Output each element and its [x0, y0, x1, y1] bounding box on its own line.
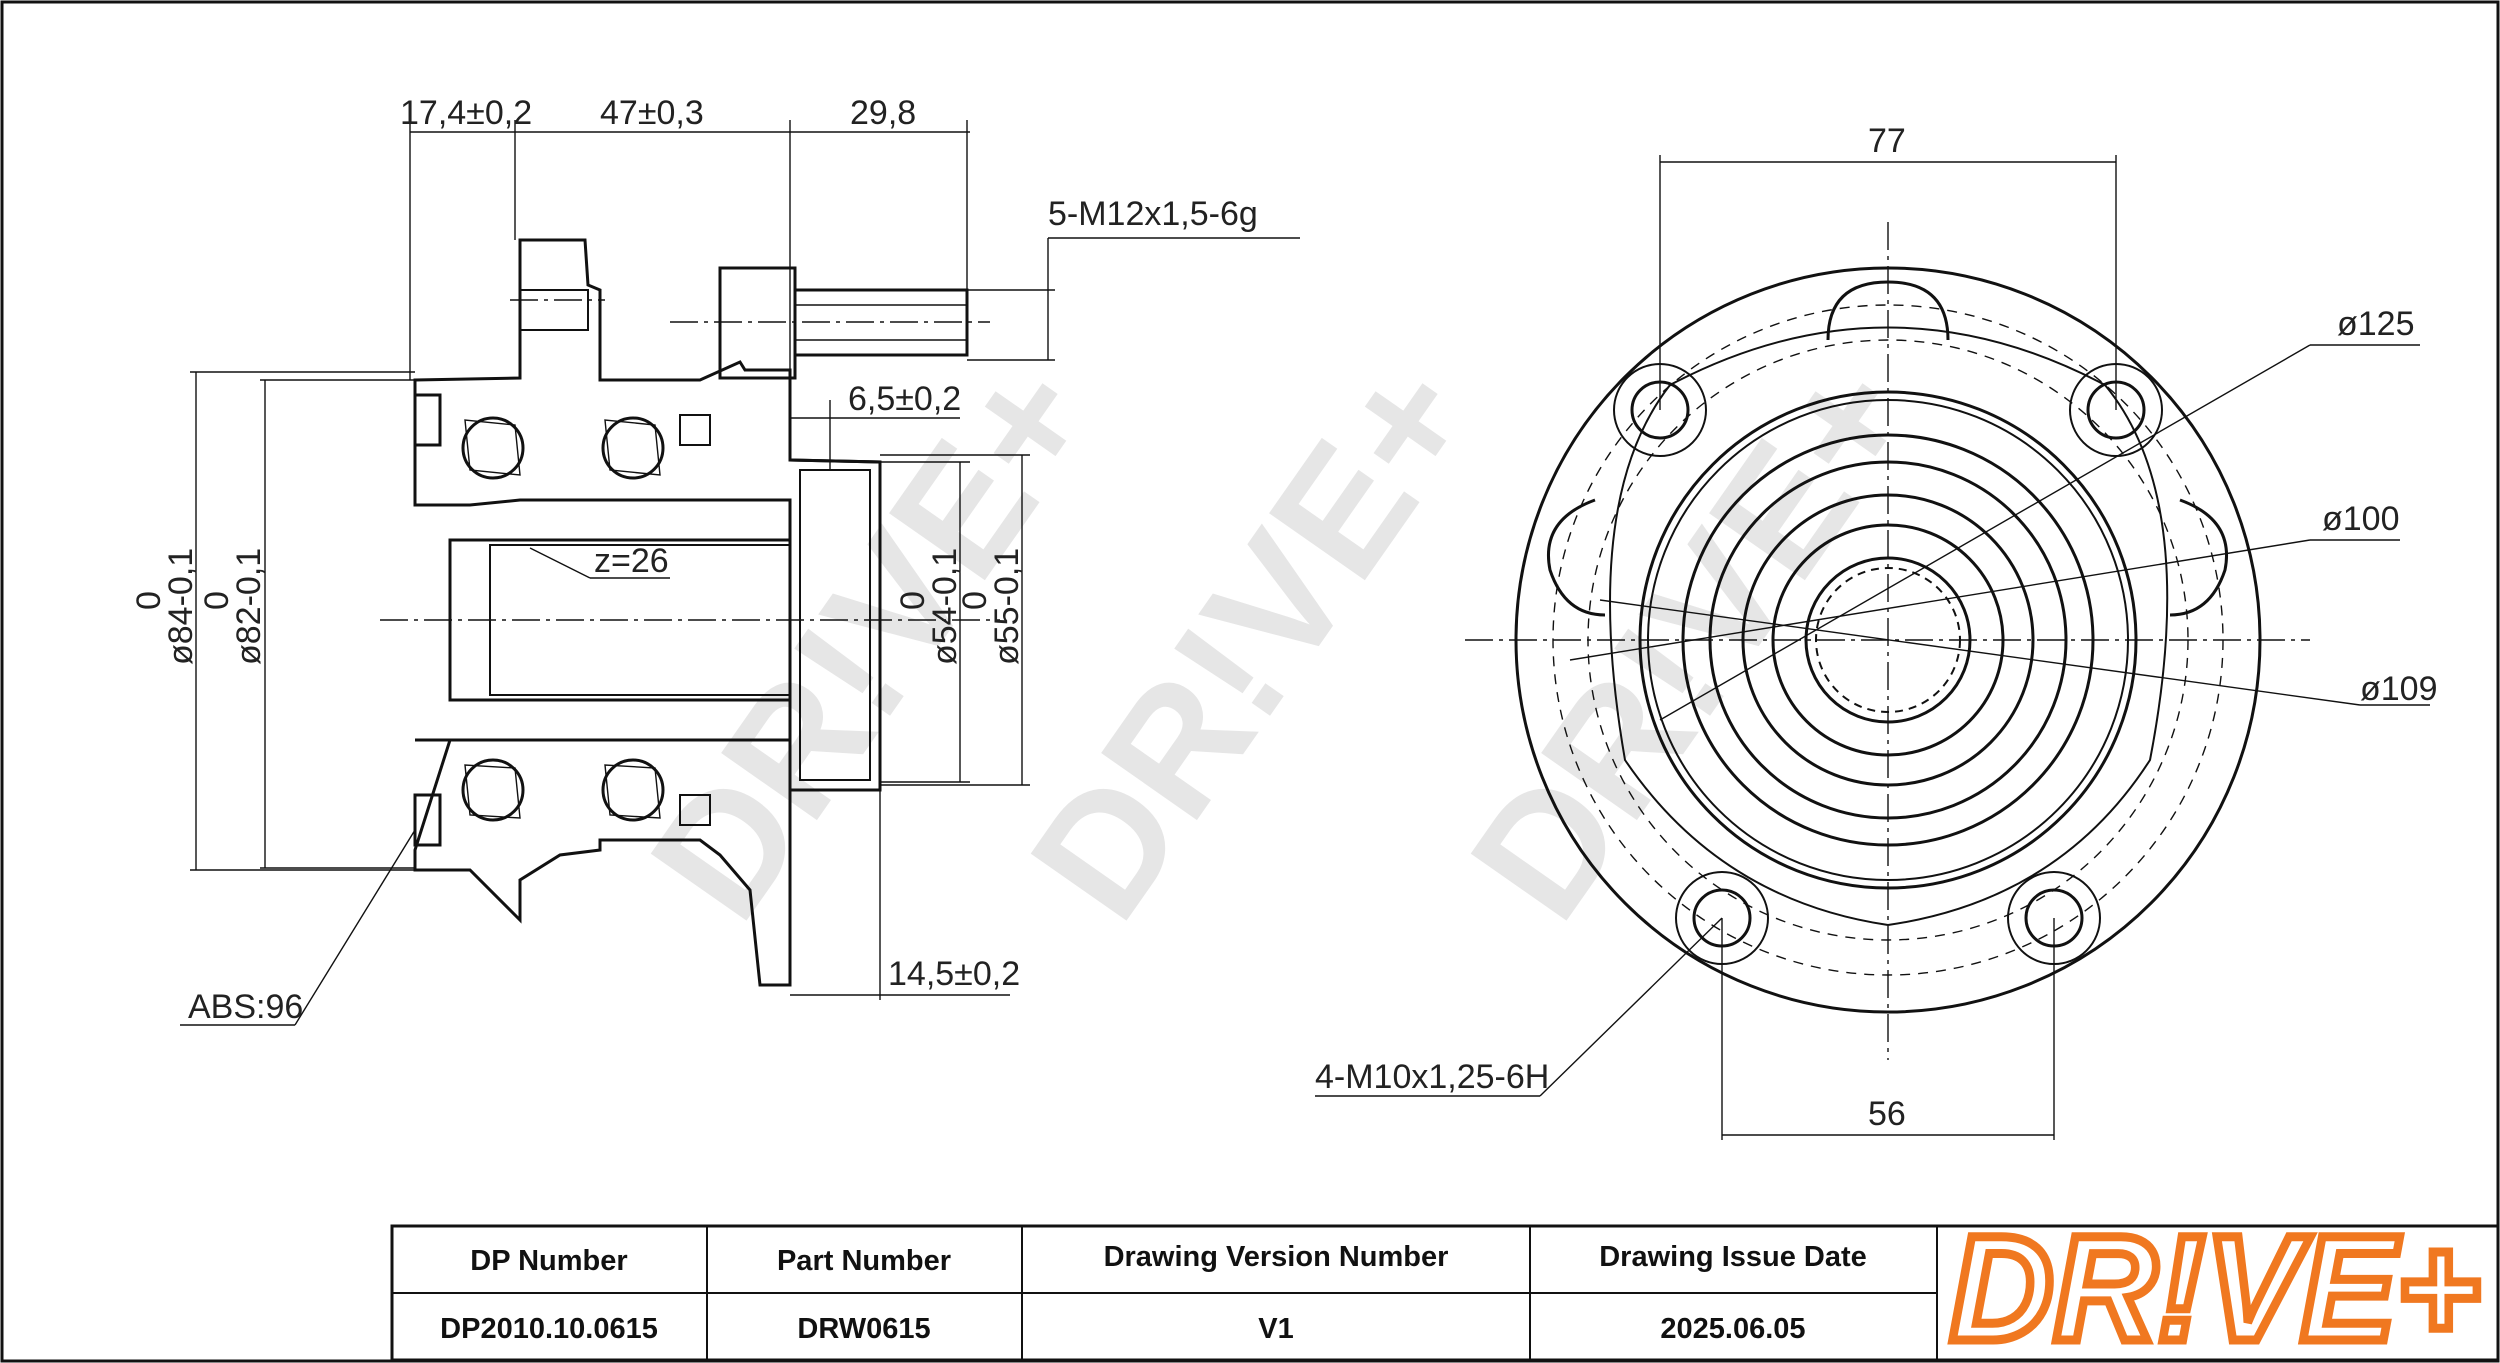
header-drawing-version: Drawing Version Number — [1104, 1241, 1449, 1273]
dim-pilot-dia-2-upper: 0 — [956, 591, 994, 610]
pcd-125-circle — [1552, 304, 2224, 976]
dim-outer-dia-1: ø84-0,1 — [162, 548, 200, 665]
dim-bottom-spacing: 56 — [1868, 1095, 1906, 1133]
dim-hub-length: 47±0,3 — [600, 94, 704, 132]
dim-pilot-dia-1-upper: 0 — [894, 591, 932, 610]
value-drawing-version: V1 — [1258, 1313, 1293, 1345]
dim-pilot-dia-1: ø54-0,1 — [926, 548, 964, 665]
stud-thread-callout: 5-M12x1,5-6g — [1048, 195, 1258, 233]
header-part-number: Part Number — [777, 1245, 951, 1277]
stud-head — [718, 266, 797, 380]
bearing-ball-lower-right — [601, 758, 665, 822]
abs-ring-label: ABS:96 — [188, 988, 303, 1026]
spline-bore — [489, 544, 791, 696]
dim-flange-offset: 17,4±0,2 — [400, 94, 532, 132]
dim-outer-dia-2-upper: 0 — [198, 591, 236, 610]
bearing-ball-upper-left — [461, 416, 525, 480]
front-view: 77 ø125 ø100 ø109 4-M10x1,25-6H 56 — [1315, 122, 2438, 1140]
header-issue-date: Drawing Issue Date — [1599, 1241, 1867, 1273]
dim-flange-thickness: 14,5±0,2 — [888, 955, 1020, 993]
dim-stud-length: 29,8 — [850, 94, 916, 132]
bearing-ball-upper-right — [601, 416, 665, 480]
dim-pcd-100: ø100 — [2322, 500, 2400, 538]
header-dp-number: DP Number — [470, 1245, 627, 1277]
flange-outer-circle — [1514, 266, 2262, 1014]
value-dp-number: DP2010.10.0615 — [440, 1313, 658, 1345]
spline-hole — [1804, 556, 1972, 724]
dim-pilot-step: 6,5±0,2 — [848, 380, 961, 418]
value-part-number: DRW0615 — [797, 1313, 930, 1345]
value-issue-date: 2025.06.05 — [1660, 1313, 1805, 1345]
spline-teeth-label: z=26 — [594, 542, 669, 580]
title-block: DP Number Part Number Drawing Version Nu… — [390, 1200, 2500, 1363]
dim-pilot-dia-2: ø55-0,1 — [988, 548, 1026, 665]
dim-top-spacing: 77 — [1868, 122, 1906, 160]
flange-plate — [789, 458, 882, 792]
mount-thread-callout: 4-M10x1,25-6H — [1315, 1058, 1549, 1096]
seal-ring-outer — [1638, 390, 2138, 890]
side-section-view: 17,4±0,2 47±0,3 29,8 5-M12x1,5-6g 6,5±0,… — [130, 94, 1300, 1026]
dim-pcd-109: ø109 — [2360, 670, 2438, 708]
bearing-ball-lower-left — [461, 758, 525, 822]
dim-pcd-outer: ø125 — [2337, 305, 2415, 343]
dim-outer-dia-2: ø82-0,1 — [230, 548, 268, 665]
abs-ring-lower — [413, 793, 442, 847]
abs-ring-upper — [413, 393, 442, 447]
drive-logo: DR!VE+ — [1950, 1204, 2480, 1363]
dim-outer-dia-1-upper: 0 — [130, 591, 168, 610]
